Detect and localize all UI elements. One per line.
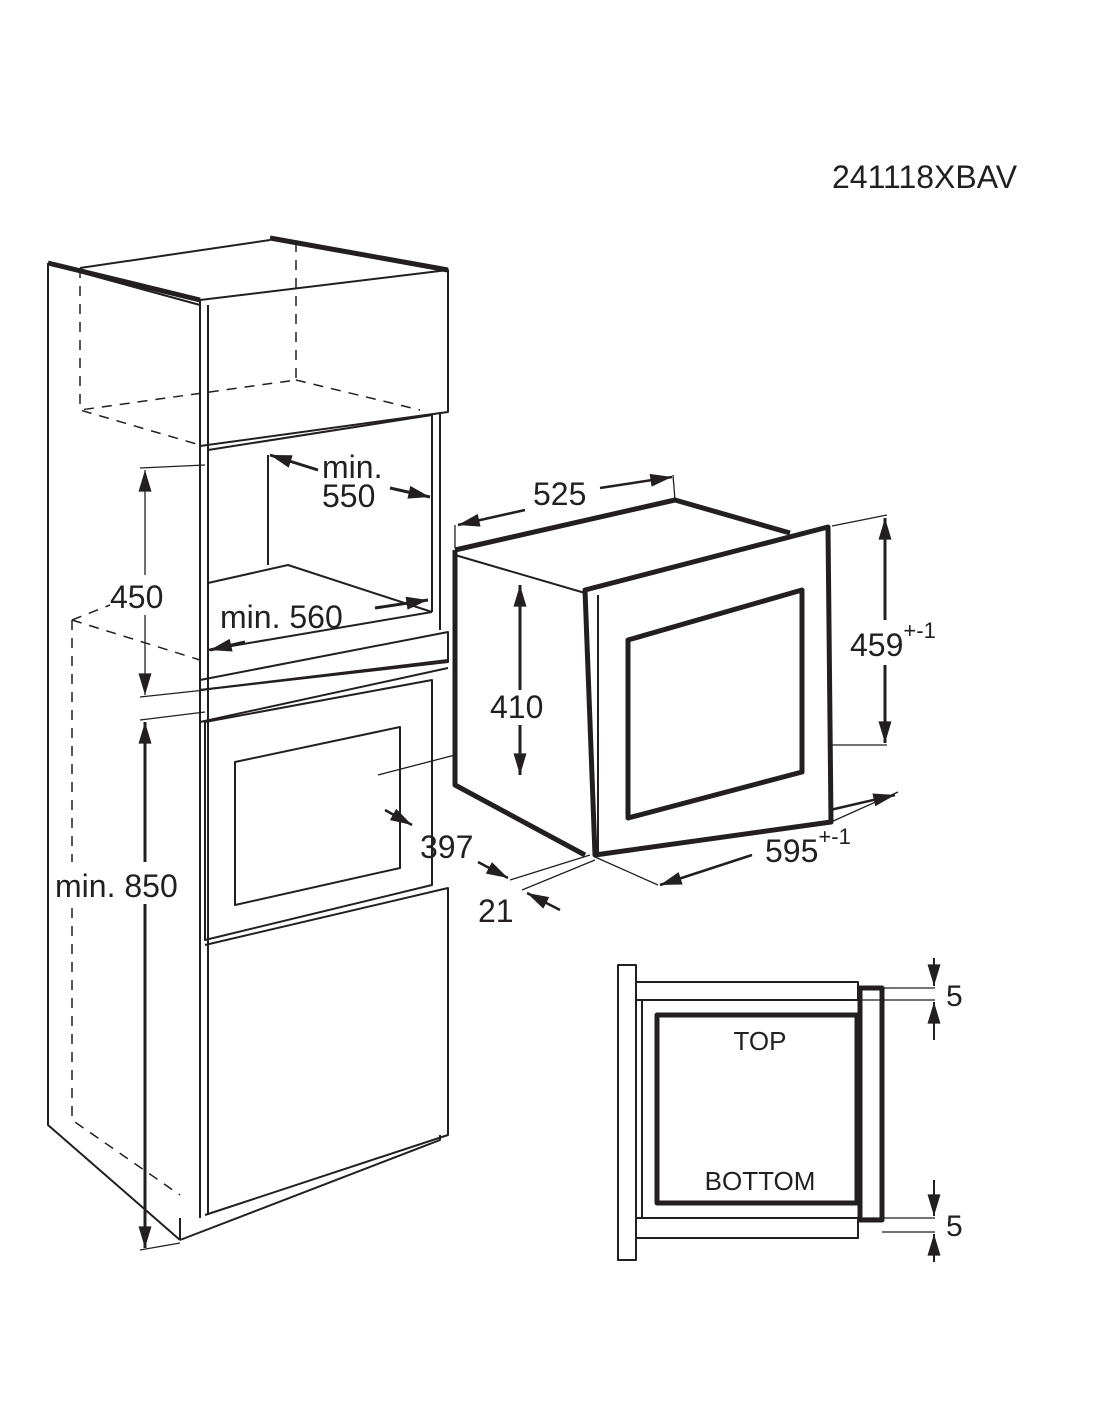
niche-width-label: min. 560 <box>220 599 343 635</box>
front-width-label: 595+-1 <box>765 824 851 869</box>
front-width-value: 595 <box>765 833 818 869</box>
section-view: TOP BOTTOM 5 5 <box>617 958 963 1262</box>
niche-height-label: 450 <box>110 579 163 615</box>
top-gap-label: 5 <box>946 980 963 1013</box>
front-width-tolerance: +-1 <box>818 824 850 849</box>
depth-label: 525 <box>533 476 586 512</box>
model-code: 241118XBAV <box>832 159 1018 195</box>
niche-depth-value-label: 550 <box>322 478 375 514</box>
front-height-tolerance: +-1 <box>903 618 935 643</box>
tall-cabinet <box>47 235 449 1241</box>
cabinet-dimensions: 450 min. 850 min. 550 min. 560 <box>55 449 431 1251</box>
front-height-value: 459 <box>850 627 903 663</box>
microwave-appliance <box>452 497 834 858</box>
top-label: TOP <box>734 1026 787 1056</box>
body-height-label: 410 <box>490 689 543 725</box>
front-height-label: 459+-1 <box>850 618 936 663</box>
body-width-label: 397 <box>420 829 473 865</box>
floor-height-label: min. 850 <box>55 868 178 904</box>
bottom-label: BOTTOM <box>705 1166 816 1196</box>
bottom-gap-label: 5 <box>946 1210 963 1243</box>
frame-thickness-label: 21 <box>478 893 514 929</box>
appliance-dimensions: 525 410 459+-1 595+-1 397 21 <box>377 473 936 929</box>
niche-depth-min-label: min. <box>322 449 382 485</box>
